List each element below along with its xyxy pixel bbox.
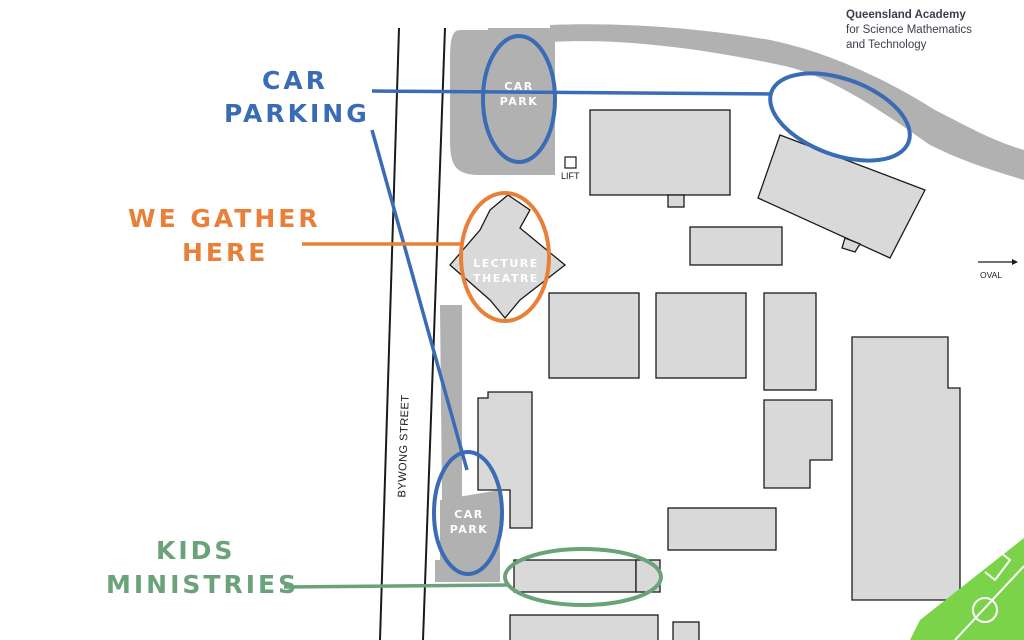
lift-label: LIFT [561, 171, 580, 181]
lecture-theatre-ellipse [459, 191, 551, 323]
we-gather-label-line2: HERE [182, 238, 269, 267]
we-gather-label-line1: WE GATHER [128, 204, 321, 233]
lecture-theatre-building [449, 194, 567, 320]
car-park-bottom-label: CAR PARK [442, 508, 496, 538]
car-park-top-ellipse [481, 34, 557, 164]
lecture-theatre-label: LECTURE THEATRE [466, 257, 546, 287]
lift-icon [564, 156, 577, 169]
institution-name: Queensland Academy for Science Mathemati… [846, 8, 972, 54]
lecture-line1: LECTURE [473, 257, 539, 270]
sports-oval [910, 538, 1024, 640]
carpark-right-ellipse [768, 71, 912, 163]
oval-label: OVAL [980, 270, 1003, 280]
connector-lines [283, 89, 773, 589]
kids-ministries-label-line2: MINISTRIES [106, 570, 300, 599]
car-park-top-label: CAR PARK [492, 80, 546, 110]
kids-ministries-ellipse [503, 547, 663, 607]
car-park-bottom-ellipse [432, 450, 504, 576]
top-curved-driveway [550, 24, 1024, 180]
lecture-line2: THEATRE [473, 271, 539, 285]
car-park-bottom-line2: PARK [449, 522, 489, 536]
institution-line2: for Science Mathematics [846, 24, 972, 37]
kids-ministries-label-line1: KIDS [156, 536, 236, 565]
car-parking-label-line2: PARKING [224, 99, 370, 128]
car-park-bottom-area [440, 490, 500, 575]
left-middle-driveway [440, 305, 462, 500]
car-park-bottom-line1: CAR [454, 508, 484, 521]
car-parking-label-line1: CAR [262, 66, 328, 95]
car-park-top-area [488, 28, 550, 160]
buildings [449, 109, 961, 640]
bottom-left-driveway [435, 560, 500, 582]
car-park-top-line1: CAR [504, 80, 534, 93]
driveways [435, 24, 1024, 582]
oval-arrow [978, 259, 1018, 265]
highlight-ellipses [432, 34, 912, 607]
car-park-top-line2: PARK [499, 94, 539, 108]
institution-line3: and Technology [846, 39, 927, 52]
bywong-street-lines [379, 27, 446, 640]
institution-line1: Queensland Academy [846, 9, 966, 21]
